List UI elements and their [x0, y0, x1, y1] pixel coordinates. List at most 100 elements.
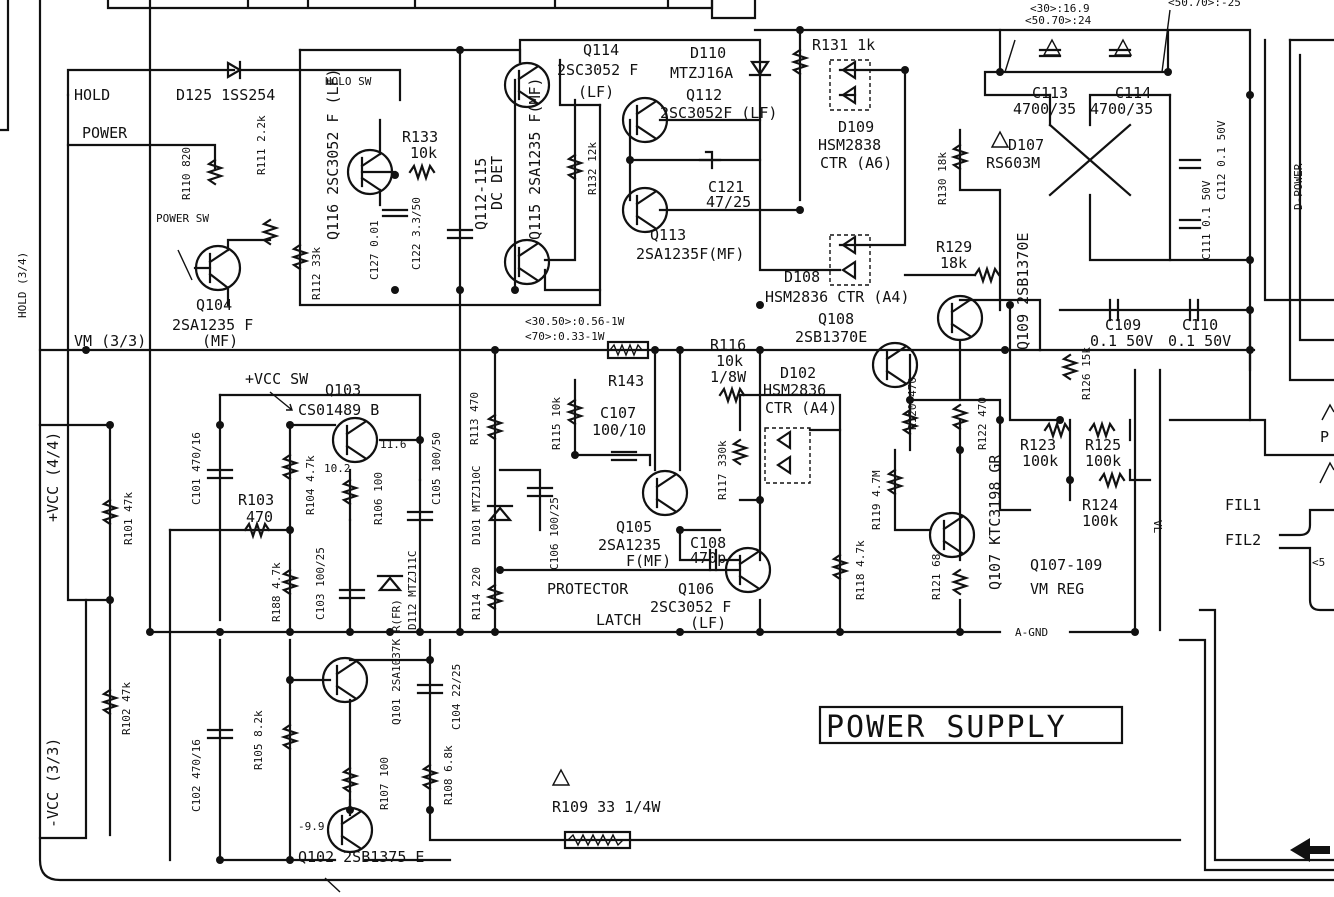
label-q103-type: CS01489 B	[298, 401, 379, 419]
note-vtop1: <30>:16.9	[1030, 2, 1090, 15]
label-q108: Q108	[818, 310, 854, 328]
label-q109: Q109 2SB1370E	[1014, 233, 1032, 350]
note-r143-v2: <70>:0.33-1W	[525, 330, 605, 343]
label-q104-type: 2SA1235 F	[172, 316, 253, 334]
net-d-power: D-POWER	[1292, 163, 1305, 210]
label-c109-val: 0.1 50V	[1090, 332, 1153, 350]
warning-icons	[551, 38, 1334, 786]
label-q106-rank: (LF)	[690, 614, 726, 632]
note-latch: LATCH	[596, 611, 641, 629]
label-q113-type: 2SA1235F(MF)	[636, 245, 744, 263]
label-d102-type: HSM2836	[763, 381, 826, 399]
net-hold-ref: HOLD (3/4)	[16, 252, 29, 318]
transistor-q101-symbol	[321, 656, 369, 704]
label-r112: R112 33k	[310, 247, 323, 300]
label-c102: C102 470/16	[190, 739, 203, 812]
label-r126: R126 15k	[1080, 347, 1093, 400]
label-r106: R106 100	[372, 472, 385, 525]
label-holo-sw: HOLO SW	[325, 75, 372, 88]
label-r116-val: 10k	[716, 352, 743, 370]
diode-package-d108	[829, 234, 871, 286]
label-d101: D101 MTZJ10C	[470, 466, 483, 545]
resistor-r109-symbol	[563, 830, 632, 850]
label-r113: R113 470	[468, 392, 481, 445]
label-r131: R131 1k	[812, 36, 875, 54]
note-q107-109: Q107-109	[1030, 556, 1102, 574]
label-d125: D125 1SS254	[176, 86, 275, 104]
label-r101: R101 47k	[122, 492, 135, 545]
net-hold: HOLD	[74, 86, 110, 104]
label-c111: C111 0.1 50V	[1200, 180, 1213, 260]
label-r117: R117 330k	[716, 440, 729, 500]
label-d110-type: MTZJ16A	[670, 64, 733, 82]
label-r103: R103	[238, 491, 274, 509]
label-d102: D102	[780, 364, 816, 382]
label-r130: R130 18k	[936, 152, 949, 205]
label-q106-type: 2SC3052 F	[650, 598, 731, 616]
transistor-q112-symbol	[621, 96, 669, 144]
label-r105: R105 8.2k	[252, 710, 265, 770]
note-q103-b: 10.2	[324, 462, 351, 475]
label-q114-type: 2SC3052 F	[557, 61, 638, 79]
transistor-q102-symbol	[326, 806, 374, 854]
label-r118: R118 4.7k	[854, 540, 867, 600]
label-r123-val: 100k	[1022, 452, 1058, 470]
label-c101: C101 470/16	[190, 432, 203, 505]
label-r104: R104 4.7k	[304, 455, 317, 515]
label-c107: C107	[600, 404, 636, 422]
label-c113-val: 4700/35	[1013, 100, 1076, 118]
transistor-q104-symbol	[193, 238, 272, 307]
label-q106: Q106	[678, 580, 714, 598]
transistor-q103-symbol	[331, 416, 379, 464]
label-r188: R188 4.7k	[270, 562, 283, 622]
label-d107-type: RS603M	[986, 154, 1040, 172]
transistor-q108-symbol	[871, 341, 919, 389]
label-r129-val: 18k	[940, 254, 967, 272]
label-c104: C104 22/25	[450, 664, 463, 730]
label-c114: C114	[1115, 84, 1151, 102]
label-q103: Q103	[325, 381, 361, 399]
label-r111: R111 2.2k	[255, 115, 268, 175]
label-r125: R125	[1085, 436, 1121, 454]
note-q102: -9.9	[298, 820, 325, 833]
label-d108: D108	[784, 268, 820, 286]
label-q114-rank: (LF)	[578, 83, 614, 101]
label-q116: Q116 2SC3052 F (LF)	[324, 68, 342, 240]
note-q112-115: Q112-115	[472, 158, 490, 230]
labels: HOLD POWER HOLD (3/4) VM (3/3) +VCC (4/4…	[16, 0, 1329, 866]
net-power: POWER	[82, 124, 128, 142]
components	[100, 9, 1334, 893]
transistor-q114-symbol	[503, 61, 551, 109]
label-d102-ctr: CTR (A4)	[765, 399, 837, 417]
label-r116: R116	[710, 336, 746, 354]
label-power-sw: POWER SW	[156, 212, 209, 225]
arrow-left-icon	[1290, 838, 1330, 862]
label-q105-type: 2SA1235	[598, 536, 661, 554]
label-c122: C122 3.3/50	[410, 197, 423, 270]
label-c110: C110	[1182, 316, 1218, 334]
title-box	[818, 705, 1124, 745]
label-r102: R102 47k	[120, 682, 133, 735]
transistor-q107-symbol	[928, 511, 976, 559]
label-q107: Q107 KTC3198 GR	[986, 454, 1004, 590]
label-r110: R110 820	[180, 147, 193, 200]
diode-package-d102	[764, 427, 811, 484]
transistor-q105-symbol	[641, 469, 689, 517]
label-c114-val: 4700/35	[1090, 100, 1153, 118]
resistor-r143-symbol	[606, 340, 650, 360]
note-protector: PROTECTOR	[547, 580, 629, 598]
label-q114: Q114	[583, 41, 619, 59]
label-r116-w: 1/8W	[710, 368, 747, 386]
label-d109: D109	[838, 118, 874, 136]
resistor-symbols	[100, 48, 1126, 794]
label-q112-type: 2SC3052F (LF)	[660, 104, 777, 122]
net-fil1: FIL1	[1225, 496, 1261, 514]
label-c112: C112 0.1 50V	[1215, 120, 1228, 200]
note-vtop3: <50.70>:-25	[1168, 0, 1241, 9]
label-q104-rank: (MF)	[202, 332, 238, 350]
label-r108: R108 6.8k	[442, 745, 455, 805]
label-d108-type: HSM2836 CTR (A4)	[765, 288, 910, 306]
label-c105: C105 100/50	[430, 432, 443, 505]
